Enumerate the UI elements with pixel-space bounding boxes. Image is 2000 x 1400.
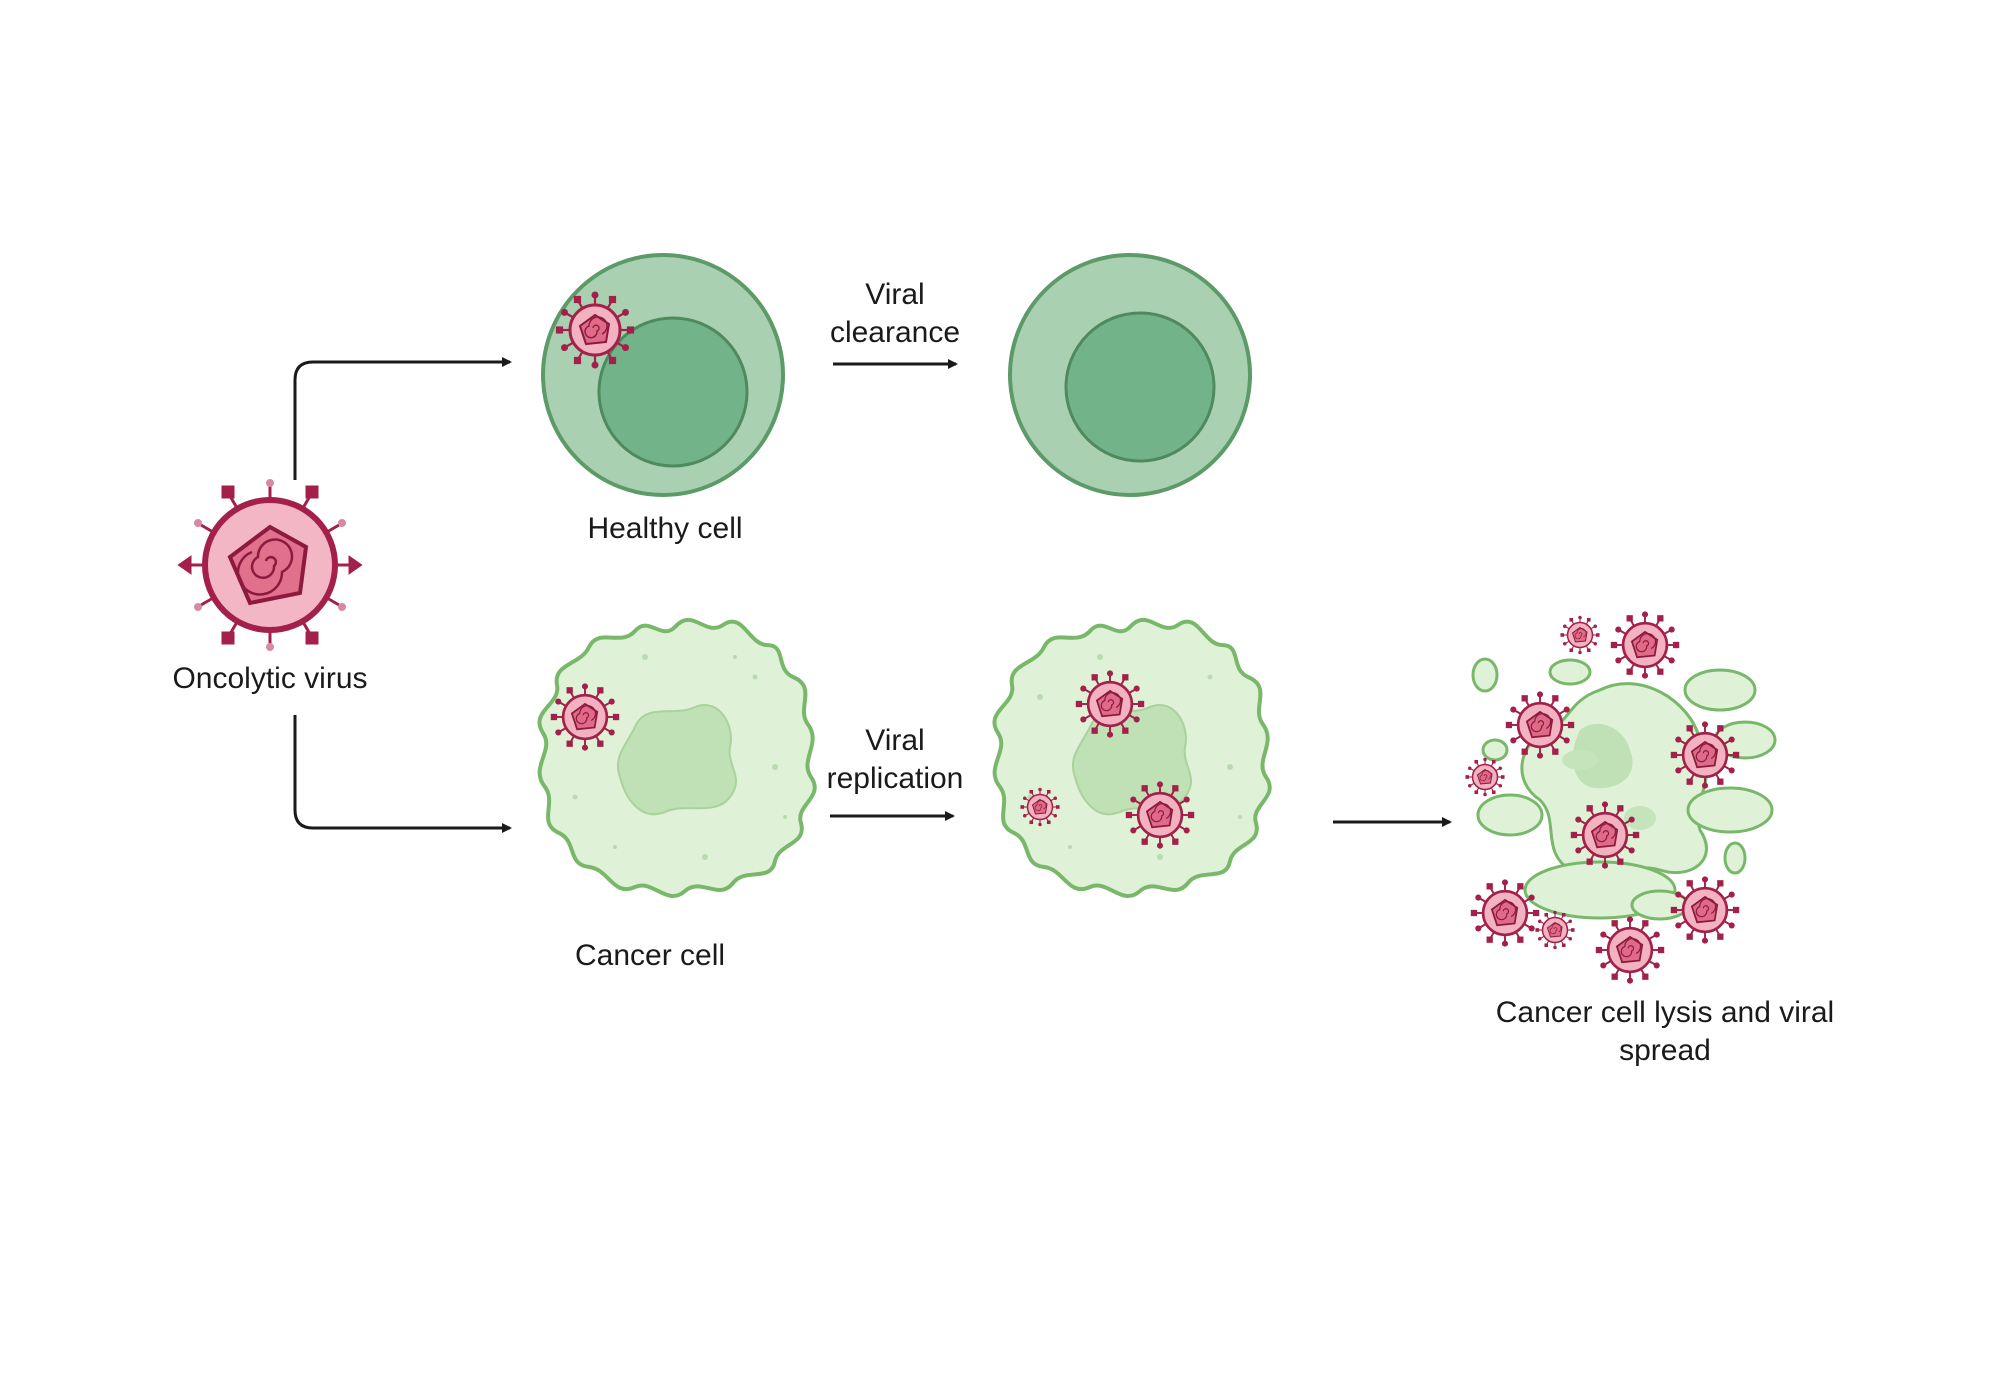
virus-particle-icon (1610, 610, 1680, 680)
lysis-label-line2: spread (1619, 1034, 1711, 1067)
lysis-label-line1: Cancer cell lysis and viral (1495, 996, 1835, 1029)
oncolytic-virus-label: Oncolytic virus (172, 662, 368, 695)
viral-replication-label-line1: Viral (865, 724, 925, 757)
healthy-cell-cleared-icon (1008, 253, 1252, 497)
healthy-cell-label: Healthy cell (587, 512, 743, 545)
viral-clearance-label-line2: clearance (829, 316, 961, 349)
virus-particle-icon (1560, 615, 1600, 655)
viral-replication-label-line2: replication (826, 762, 964, 795)
lysed-cancer-cell-icon (1465, 610, 1777, 985)
oncolytic-virus-icon (177, 479, 363, 651)
cancer-cell-infected-icon (992, 617, 1272, 899)
branch-arrow-to-cancer (293, 715, 512, 833)
cancer-cell-icon (537, 617, 817, 899)
virus-particle-icon (1595, 915, 1665, 985)
healthy-cell-icon (541, 253, 785, 497)
virus-particle-icon (1465, 757, 1505, 797)
cancer-cell-label: Cancer cell (574, 939, 726, 972)
viral-clearance-label-line1: Viral (865, 278, 925, 311)
branch-arrow-to-healthy (293, 357, 512, 480)
virus-particle-icon (1670, 875, 1740, 945)
